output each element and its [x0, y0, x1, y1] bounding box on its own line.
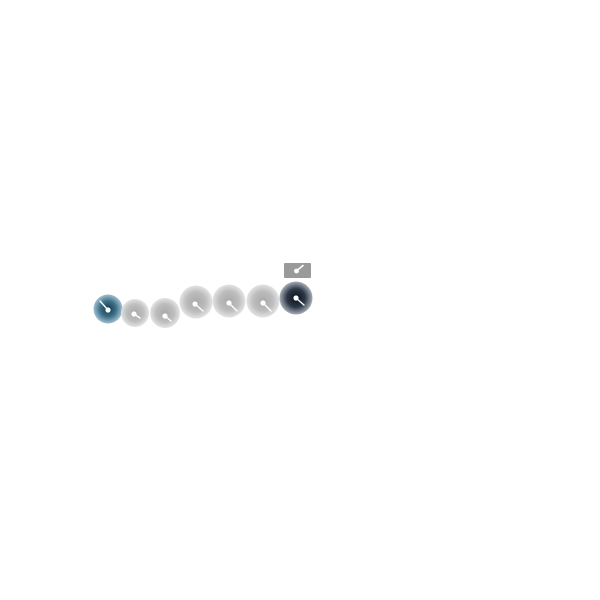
dial-hub	[260, 300, 266, 306]
orb-blue-dial	[93, 294, 123, 324]
orb-row	[93, 281, 313, 328]
dial-icon	[150, 298, 180, 328]
orb-gray-dial-1	[121, 299, 149, 327]
orb-gray-dial-4	[212, 284, 246, 318]
dial-hub	[226, 300, 232, 306]
dial-hub	[131, 311, 137, 317]
dial-hub	[293, 295, 299, 301]
rect-dial-icon	[284, 263, 311, 278]
dial-hub	[192, 301, 198, 307]
dial-hub	[105, 307, 111, 313]
orb-gray-dial-5	[246, 284, 280, 318]
orb-gray-dial-2	[150, 298, 180, 328]
dial-hub	[162, 313, 168, 319]
orb-dark-dial	[279, 281, 313, 315]
orb-gray-dial-3	[179, 285, 213, 319]
